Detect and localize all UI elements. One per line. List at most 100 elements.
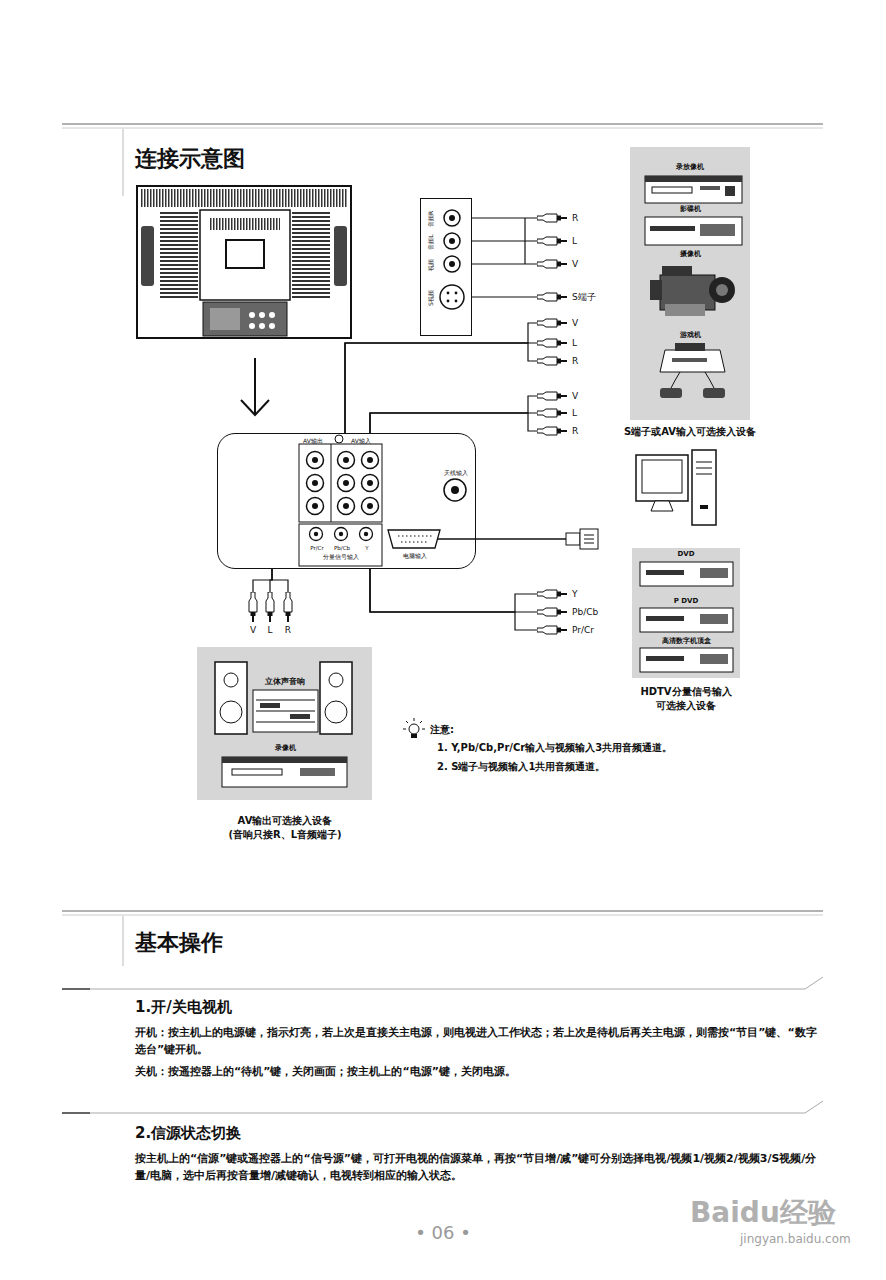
plug-label: R xyxy=(572,213,578,224)
plug-connector: V xyxy=(537,259,578,270)
back-panel-jacks xyxy=(307,452,324,469)
vcr-icon xyxy=(222,757,347,787)
disc-player-icon xyxy=(645,217,742,245)
side-jacks xyxy=(455,300,458,303)
item-rule xyxy=(90,1101,823,1113)
note-text: 1. Y,Pb/Cb,Pr/Cr输入与视频输入3共用音频通道。 xyxy=(437,742,672,754)
side-jacks xyxy=(444,233,460,249)
cable xyxy=(345,343,537,433)
vcr-icon xyxy=(232,769,282,775)
hd-device-icon xyxy=(700,614,728,624)
port-label: 音频L xyxy=(427,234,434,249)
plug-connector: V xyxy=(248,592,258,636)
tv-back xyxy=(141,226,154,286)
hd-device-icon xyxy=(700,654,728,664)
plug-label: Y xyxy=(572,589,578,600)
tv-back xyxy=(203,302,287,336)
hd-device-icon xyxy=(646,656,684,661)
stereo-icon xyxy=(320,662,352,734)
back-panel-jacks xyxy=(367,457,373,463)
plug-icon xyxy=(284,592,292,612)
body-text: 开机：按主机上的电源键，指示灯亮，若上次是直接关主电源，则电视进入工作状态；若上… xyxy=(135,1024,825,1058)
hd-device-icon xyxy=(640,648,733,672)
note-icon xyxy=(403,718,425,729)
plug-label: V xyxy=(572,391,578,402)
plug-icon xyxy=(537,338,567,348)
tv-back xyxy=(269,312,275,318)
hd-device-icon xyxy=(646,616,684,621)
note-text: 2. S端子与视频输入1共用音频通道。 xyxy=(437,761,605,773)
tv-back xyxy=(226,240,264,268)
game-console-icon xyxy=(660,350,725,372)
vga-cable xyxy=(438,529,598,549)
computer-icon xyxy=(651,501,673,511)
hd-device-icon xyxy=(700,568,728,578)
device-label: P DVD xyxy=(674,597,699,605)
tv-back xyxy=(210,218,280,230)
cable xyxy=(370,413,537,433)
cable xyxy=(472,296,537,297)
computer-icon xyxy=(642,460,682,493)
computer-icon xyxy=(696,462,712,474)
disc-player-icon xyxy=(645,217,742,245)
cable xyxy=(370,569,537,612)
port-label: Pb/Cb xyxy=(334,545,350,552)
back-panel-jacks xyxy=(343,457,349,463)
plug-icon xyxy=(561,217,567,219)
panel-caption: S端子或AV输入可选接入设备 xyxy=(624,426,756,438)
vcr-icon xyxy=(645,176,742,203)
camcorder-icon xyxy=(716,284,728,296)
item-rule xyxy=(90,977,823,989)
plug-icon xyxy=(557,261,561,266)
plug-icon xyxy=(252,616,254,622)
diagram-title: 连接示意图 xyxy=(135,146,245,172)
device-panel xyxy=(632,548,740,678)
back-panel-jacks xyxy=(339,532,343,536)
side-jacks xyxy=(440,285,464,309)
plug-icon xyxy=(561,430,567,432)
camcorder-icon xyxy=(709,277,735,303)
plug-label: V xyxy=(250,625,256,636)
cable xyxy=(472,217,537,218)
device-panel: 录放像机影碟机摄像机游戏机S端子或AV输入可选接入设备 xyxy=(630,147,750,420)
tv-back xyxy=(249,312,255,318)
device-label: 游戏机 xyxy=(680,331,701,339)
back-panel-jacks xyxy=(362,498,379,515)
down-arrow xyxy=(254,358,256,414)
vcr-icon xyxy=(300,768,335,776)
plug-icon xyxy=(537,260,567,268)
camcorder-icon xyxy=(650,280,662,300)
side-jacks xyxy=(447,292,450,295)
back-panel: AV输出AV输入Pr/CrPb/CbY分量信号输入电脑输入天线输入 xyxy=(217,433,476,569)
plug-label: Pr/Cr xyxy=(572,625,594,636)
item-heading: 2.信源状态切换 xyxy=(135,1124,241,1142)
vga-cable xyxy=(438,538,566,540)
vcr-icon xyxy=(700,186,720,190)
plug-icon xyxy=(537,260,557,268)
camcorder-icon xyxy=(650,266,735,316)
plug-label: V xyxy=(572,259,578,270)
plug-connector: R xyxy=(283,592,293,636)
back-panel-jacks xyxy=(331,444,332,522)
stereo-icon xyxy=(253,690,318,732)
device-label: 立体声音响 xyxy=(265,677,305,687)
stereo-icon xyxy=(260,703,280,708)
plug-icon xyxy=(537,626,557,634)
side-jacks xyxy=(449,238,455,244)
port-label: AV输入 xyxy=(351,437,371,444)
port-label: 分量信号输入 xyxy=(323,554,359,561)
plug-label: R xyxy=(572,426,578,437)
game-console-icon xyxy=(660,388,682,398)
device-label: 录放像机 xyxy=(676,163,704,171)
tv-back xyxy=(249,323,255,329)
tv-back xyxy=(137,186,351,338)
stereo-icon xyxy=(224,673,238,687)
plug-icon xyxy=(537,357,557,365)
plug-icon xyxy=(537,590,567,598)
plug-icon xyxy=(537,339,557,347)
back-panel-jacks xyxy=(335,528,348,541)
device-panel: DVDP DVD高清数字机顶盒HDTV分量信号输入 可选接入设备 xyxy=(632,548,740,678)
plug-icon xyxy=(537,607,567,617)
